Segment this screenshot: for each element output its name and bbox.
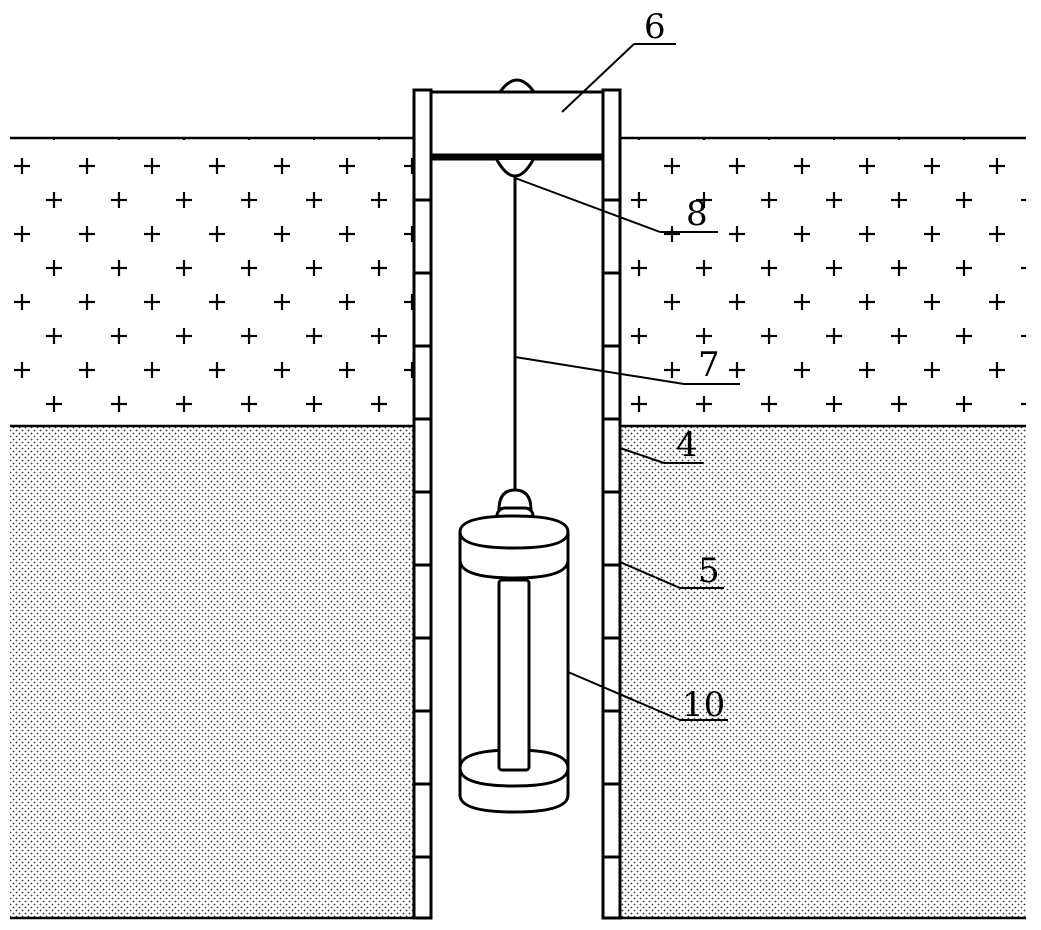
- upper-soil-layer: [10, 138, 1026, 426]
- pulley: [495, 159, 535, 178]
- callout-7: 7: [698, 345, 720, 385]
- callout-8: 8: [686, 194, 708, 234]
- sampler-probe: [458, 488, 570, 814]
- callout-5: 5: [698, 551, 720, 591]
- lower-sand-layer: [10, 427, 1026, 917]
- ground-lines: [10, 136, 1026, 920]
- callout-6: 6: [644, 7, 666, 47]
- winch-box: [429, 78, 605, 161]
- callout-4: 4: [676, 425, 698, 465]
- casing-joints: [414, 198, 620, 859]
- leader-lines: [514, 43, 740, 721]
- callout-10: 10: [682, 685, 725, 725]
